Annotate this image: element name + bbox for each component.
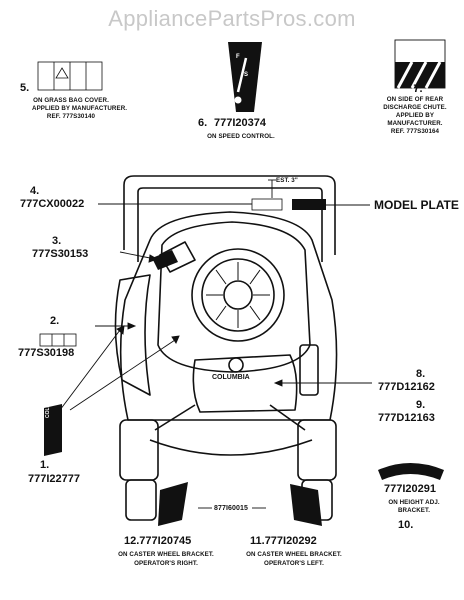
callout-4-number: 4. xyxy=(30,185,40,197)
left-decal xyxy=(44,404,62,456)
callout-8-number: 8. xyxy=(416,368,426,380)
callout-9-part: 777D12163 xyxy=(378,412,435,424)
callout-5-note-3: REF. 777S30140 xyxy=(46,113,96,120)
recoil-cover xyxy=(191,248,285,342)
callout-10-number: 10. xyxy=(398,519,414,531)
callout-10-part: 777I20291 xyxy=(384,483,436,495)
callout-10-note-2: BRACKET. xyxy=(397,507,431,514)
part4-decal xyxy=(251,198,283,211)
caster-right-decal xyxy=(158,482,188,526)
deck xyxy=(119,211,338,421)
handle-inner xyxy=(137,187,323,262)
callout-4-part: 777CX00022 xyxy=(20,198,85,210)
est-label: EST. 3" xyxy=(276,177,298,184)
callout-12-label: 12.777I20745 xyxy=(124,535,192,547)
speed-letter-f: F xyxy=(236,54,240,60)
callout-2-part: 777S30198 xyxy=(18,347,75,359)
callout-7-number: 7. xyxy=(413,83,423,95)
handle-outer xyxy=(123,175,336,255)
caster-left-decal xyxy=(290,484,322,526)
caster-left xyxy=(119,419,159,481)
callout-5-note-1: ON GRASS BAG COVER. xyxy=(33,97,109,104)
callout-7-note-5: REF. 777S30164 xyxy=(390,128,440,135)
callout-12-note-2: OPERATOR'S RIGHT. xyxy=(134,560,198,567)
model-plate-label: MODEL PLATE xyxy=(374,198,459,212)
mower-warning-decal xyxy=(39,333,77,347)
height-adj-decal xyxy=(378,463,444,480)
model-plate-decal xyxy=(292,199,326,210)
callout-6-part: 777I20374 xyxy=(214,117,266,129)
callout-5-number: 5. xyxy=(20,82,30,94)
callout-9-number: 9. xyxy=(416,399,426,411)
callout-12-note-1: ON CASTER WHEEL BRACKET. xyxy=(118,551,214,558)
rear-bag xyxy=(114,274,151,396)
discharge-chute-decal xyxy=(394,39,446,89)
speed-letter-s: S xyxy=(244,72,249,78)
callout-6-note-1: ON SPEED CONTROL. xyxy=(207,133,275,140)
callout-11-note-1: ON CASTER WHEEL BRACKET. xyxy=(246,551,342,558)
engine-brand: COLUMBIA xyxy=(212,374,250,381)
callout-11-label: 11.777I20292 xyxy=(250,535,317,547)
callout-7-note-4: MANUFACTURER. xyxy=(387,120,443,127)
callout-8-part: 777D12162 xyxy=(378,381,435,393)
callout-3-part: 777S30153 xyxy=(32,248,89,260)
speed-control-decal xyxy=(228,42,262,112)
callout-5-note-2: APPLIED BY MANUFACTURER. xyxy=(32,105,128,112)
callout-7-note-3: APPLIED BY xyxy=(395,112,435,119)
grass-bag-decal xyxy=(37,61,103,91)
callout-6-number: 6. xyxy=(198,117,208,129)
callout-11-note-2: OPERATOR'S LEFT. xyxy=(264,560,324,567)
callout-10-note-1: ON HEIGHT ADJ. xyxy=(388,499,440,506)
fuel-cap xyxy=(228,357,244,373)
center-part-label: 877I60015 xyxy=(214,505,248,512)
callout-3-number: 3. xyxy=(52,235,62,247)
callout-7-note-1: ON SIDE OF REAR xyxy=(386,96,444,103)
callout-2-number: 2. xyxy=(50,315,60,327)
front-bumper xyxy=(149,439,313,456)
callout-7-note-2: DISCHARGE CHUTE. xyxy=(383,104,447,111)
callout-1-part: 777I22777 xyxy=(28,473,80,485)
front-shroud xyxy=(192,354,298,413)
watermark: AppliancePartsPros.com xyxy=(108,6,356,31)
left-decal-text: COLUMBIA xyxy=(45,391,51,418)
callout-1-number: 1. xyxy=(40,459,50,471)
speed-lever-decal xyxy=(152,250,178,270)
